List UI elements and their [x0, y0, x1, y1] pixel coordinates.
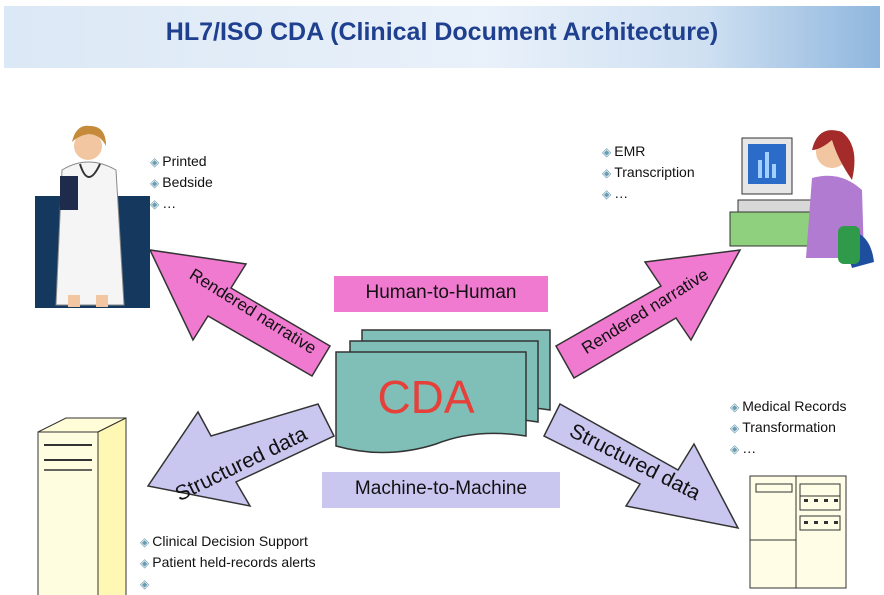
- list-item: ◈Transformation: [730, 419, 836, 435]
- diamond-bullet-icon: ◈: [730, 421, 740, 435]
- arrow-rendered-narrative-right: [554, 249, 742, 380]
- server-tower-icon: [37, 417, 127, 595]
- list-item: ◈: [140, 573, 316, 594]
- server-rack-icon: [749, 475, 847, 589]
- list-top-left: ◈Printed ◈Bedside ◈…: [150, 151, 213, 214]
- diamond-bullet-icon: ◈: [602, 187, 612, 201]
- diamond-bullet-icon: ◈: [150, 155, 160, 169]
- diamond-bullet-icon: ◈: [730, 400, 740, 414]
- list-item: ◈Patient held-records alerts: [140, 554, 316, 570]
- diamond-bullet-icon: ◈: [602, 145, 612, 159]
- list-item: ◈Bedside: [150, 174, 213, 190]
- list-bottom-right: ◈Medical Records ◈Transformation ◈…: [730, 396, 847, 459]
- diamond-bullet-icon: ◈: [140, 577, 150, 591]
- doctor-icon: [35, 125, 150, 308]
- list-item: ◈Clinical Decision Support: [140, 533, 308, 549]
- machine-to-machine-label: Machine-to-Machine: [322, 472, 560, 508]
- list-item: ◈…: [150, 195, 177, 211]
- list-item: ◈Printed: [150, 153, 207, 169]
- list-item: ◈EMR: [602, 143, 646, 159]
- arrow-structured-data-left: [146, 403, 336, 508]
- list-item: ◈Transcription: [602, 164, 695, 180]
- diamond-bullet-icon: ◈: [730, 442, 740, 456]
- arrow-structured-data-right: [542, 402, 740, 530]
- diamond-bullet-icon: ◈: [140, 556, 150, 570]
- cda-document-stack: [335, 329, 551, 454]
- arrow-rendered-narrative-left: [148, 249, 332, 378]
- computer-user-icon: [729, 130, 874, 268]
- list-item: ◈Medical Records: [730, 398, 847, 414]
- cda-label: CDA: [377, 371, 475, 423]
- list-item: ◈…: [602, 185, 629, 201]
- list-bottom-left: ◈Clinical Decision Support ◈Patient held…: [140, 531, 316, 594]
- list-top-right: ◈EMR ◈Transcription ◈…: [602, 141, 695, 204]
- diamond-bullet-icon: ◈: [150, 197, 160, 211]
- human-to-human-label: Human-to-Human: [334, 276, 548, 312]
- list-item: ◈…: [730, 440, 757, 456]
- diamond-bullet-icon: ◈: [140, 535, 150, 549]
- page-title: HL7/ISO CDA (Clinical Document Architect…: [165, 18, 719, 46]
- diamond-bullet-icon: ◈: [602, 166, 612, 180]
- title-banner: [4, 6, 880, 68]
- diamond-bullet-icon: ◈: [150, 176, 160, 190]
